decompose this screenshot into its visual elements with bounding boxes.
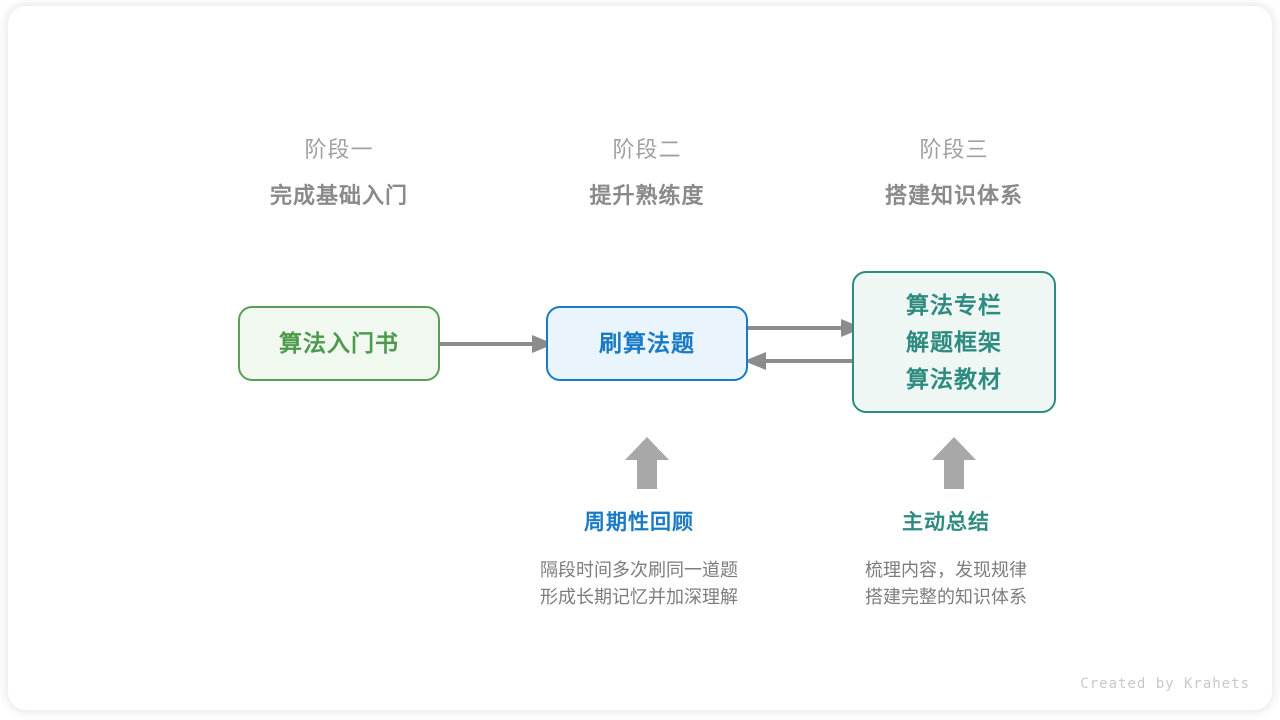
annotation-periodic-review-body-line-1: 隔段时间多次刷同一道题 (540, 560, 738, 580)
node-learning-resources-line-1: 算法专栏 (906, 291, 1002, 318)
node-learning-resources[interactable]: 算法专栏 解题框架 算法教材 (852, 271, 1056, 413)
node-algorithm-book-line-1: 算法入门书 (279, 330, 399, 356)
node-learning-resources-line-2: 解题框架 (906, 328, 1002, 355)
annotation-active-summary-body: 梳理内容，发现规律 搭建完整的知识体系 (796, 557, 1096, 611)
stage-1-title: 完成基础入门 (269, 183, 408, 208)
annotation-active-summary-body-line-1: 梳理内容，发现规律 (865, 560, 1027, 580)
stage-1-kicker: 阶段一 (304, 137, 374, 162)
stage-header-1: 阶段一 完成基础入门 (209, 134, 469, 212)
node-practice-problems[interactable]: 刷算法题 (546, 306, 748, 381)
annotation-periodic-review: 周期性回顾 隔段时间多次刷同一道题 形成长期记忆并加深理解 (489, 509, 789, 611)
stage-header-3: 阶段三 搭建知识体系 (824, 134, 1084, 212)
annotation-active-summary-body-line-2: 搭建完整的知识体系 (865, 587, 1027, 607)
connector-resources-to-practice (744, 352, 862, 370)
up-arrow-summary (932, 437, 976, 489)
stage-3-kicker: 阶段三 (919, 137, 989, 162)
connector-book-to-practice (436, 335, 554, 353)
annotation-periodic-review-body-line-2: 形成长期记忆并加深理解 (540, 587, 738, 607)
stage-header-2: 阶段二 提升熟练度 (517, 134, 777, 212)
annotation-active-summary-title: 主动总结 (902, 511, 990, 534)
node-algorithm-book[interactable]: 算法入门书 (238, 306, 440, 381)
annotation-active-summary: 主动总结 梳理内容，发现规律 搭建完整的知识体系 (796, 509, 1096, 611)
annotation-periodic-review-body: 隔段时间多次刷同一道题 形成长期记忆并加深理解 (489, 557, 789, 611)
diagram-canvas: 阶段一 完成基础入门 阶段二 提升熟练度 阶段三 搭建知识体系 算法入门书 刷算… (8, 6, 1272, 710)
node-learning-resources-line-3: 算法教材 (906, 365, 1002, 392)
node-practice-problems-line-1: 刷算法题 (599, 330, 695, 356)
annotation-periodic-review-title: 周期性回顾 (584, 511, 694, 534)
stage-3-title: 搭建知识体系 (884, 183, 1023, 208)
stage-2-kicker: 阶段二 (612, 137, 682, 162)
up-arrow-review (625, 437, 669, 489)
stage-2-title: 提升熟练度 (589, 183, 705, 208)
credit-text: Created by Krahets (1080, 676, 1250, 692)
